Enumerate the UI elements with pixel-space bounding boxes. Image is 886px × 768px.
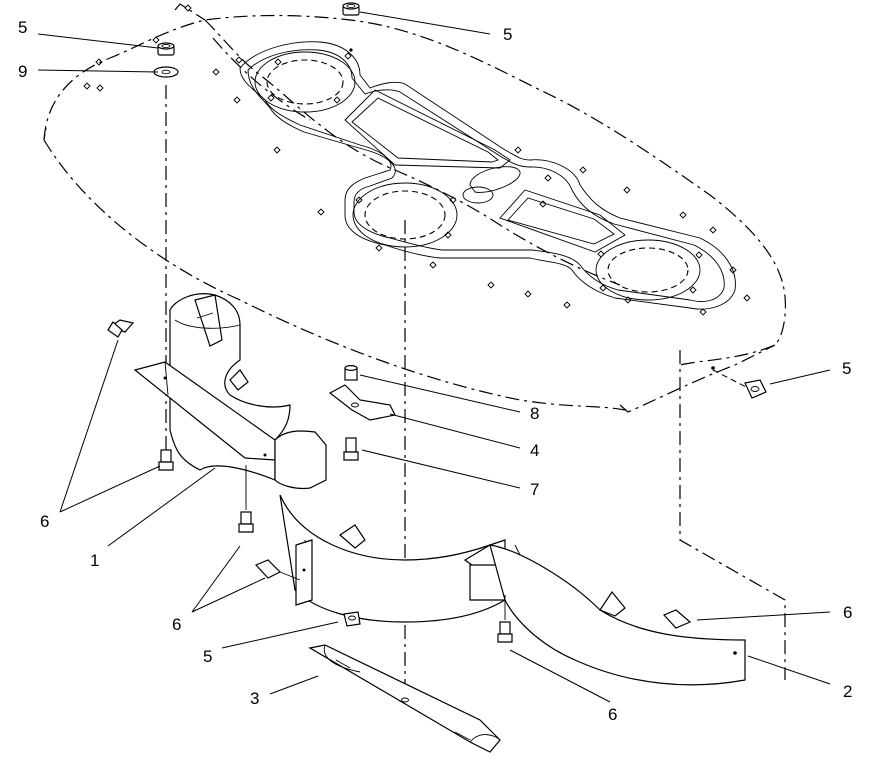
rear-panel-phantom	[679, 350, 786, 680]
leader-lines	[37, 11, 831, 703]
callout-label: 9	[18, 62, 27, 81]
callout-label: 4	[530, 441, 539, 460]
bolt-part-6-e	[497, 595, 513, 643]
bolt-part-6-f	[662, 609, 692, 629]
callout-label: 6	[172, 615, 181, 634]
callout-label: 2	[843, 682, 852, 701]
callout-label: 3	[250, 689, 259, 708]
nut-part-5-lower	[343, 611, 361, 627]
callout-label: 5	[503, 25, 512, 44]
mower-deck-housing	[43, 3, 786, 413]
callout-label: 6	[608, 705, 617, 724]
baffle-part-1	[133, 293, 327, 490]
callout-label: 6	[40, 512, 49, 531]
bolt-part-6-d	[254, 559, 301, 581]
nut-part-5-right	[711, 366, 767, 399]
callout-label: 8	[530, 404, 539, 423]
bracket-part-4	[328, 384, 396, 421]
callout-label: 7	[530, 480, 539, 499]
nut-part-5-top-center	[342, 2, 360, 52]
callout-label: 1	[90, 551, 99, 570]
bolt-part-6-b	[158, 449, 174, 471]
callout-label: 6	[843, 603, 852, 622]
spacer-part-8	[344, 365, 358, 381]
bolt-part-6-a	[107, 319, 135, 338]
callout-label: 5	[18, 18, 27, 37]
spindle-opening-left	[254, 51, 356, 113]
bolt-part-7	[343, 437, 359, 461]
callout-label: 5	[203, 647, 212, 666]
baffle-part-2	[489, 544, 746, 686]
spindle-opening-right	[595, 239, 701, 301]
blade-part-3	[308, 644, 501, 753]
nut-part-5-top-left	[157, 42, 175, 56]
bolt-part-6-c	[238, 465, 254, 533]
baffle-center	[279, 494, 521, 623]
deck-mounting-holes	[83, 4, 751, 316]
spindle-opening-center	[352, 182, 458, 248]
callout-label: 5	[842, 359, 851, 378]
